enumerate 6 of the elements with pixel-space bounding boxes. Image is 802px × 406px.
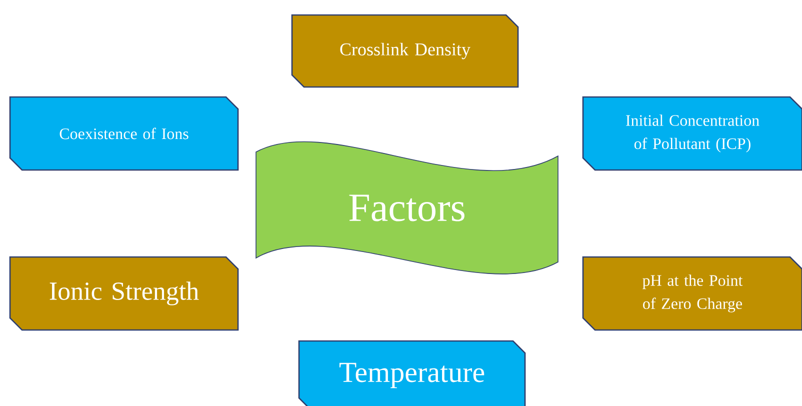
snipped-box: Crosslink Density	[291, 14, 519, 88]
snipped-box: Temperature	[298, 340, 526, 406]
snipped-box: pH at the Point of Zero Charge	[582, 256, 802, 331]
snipped-box: Ionic Strength	[9, 256, 239, 331]
snipped-box: Coexistence of Ions	[9, 96, 239, 171]
snipped-box: Initial Concentration of Pollutant (ICP)	[582, 96, 802, 171]
